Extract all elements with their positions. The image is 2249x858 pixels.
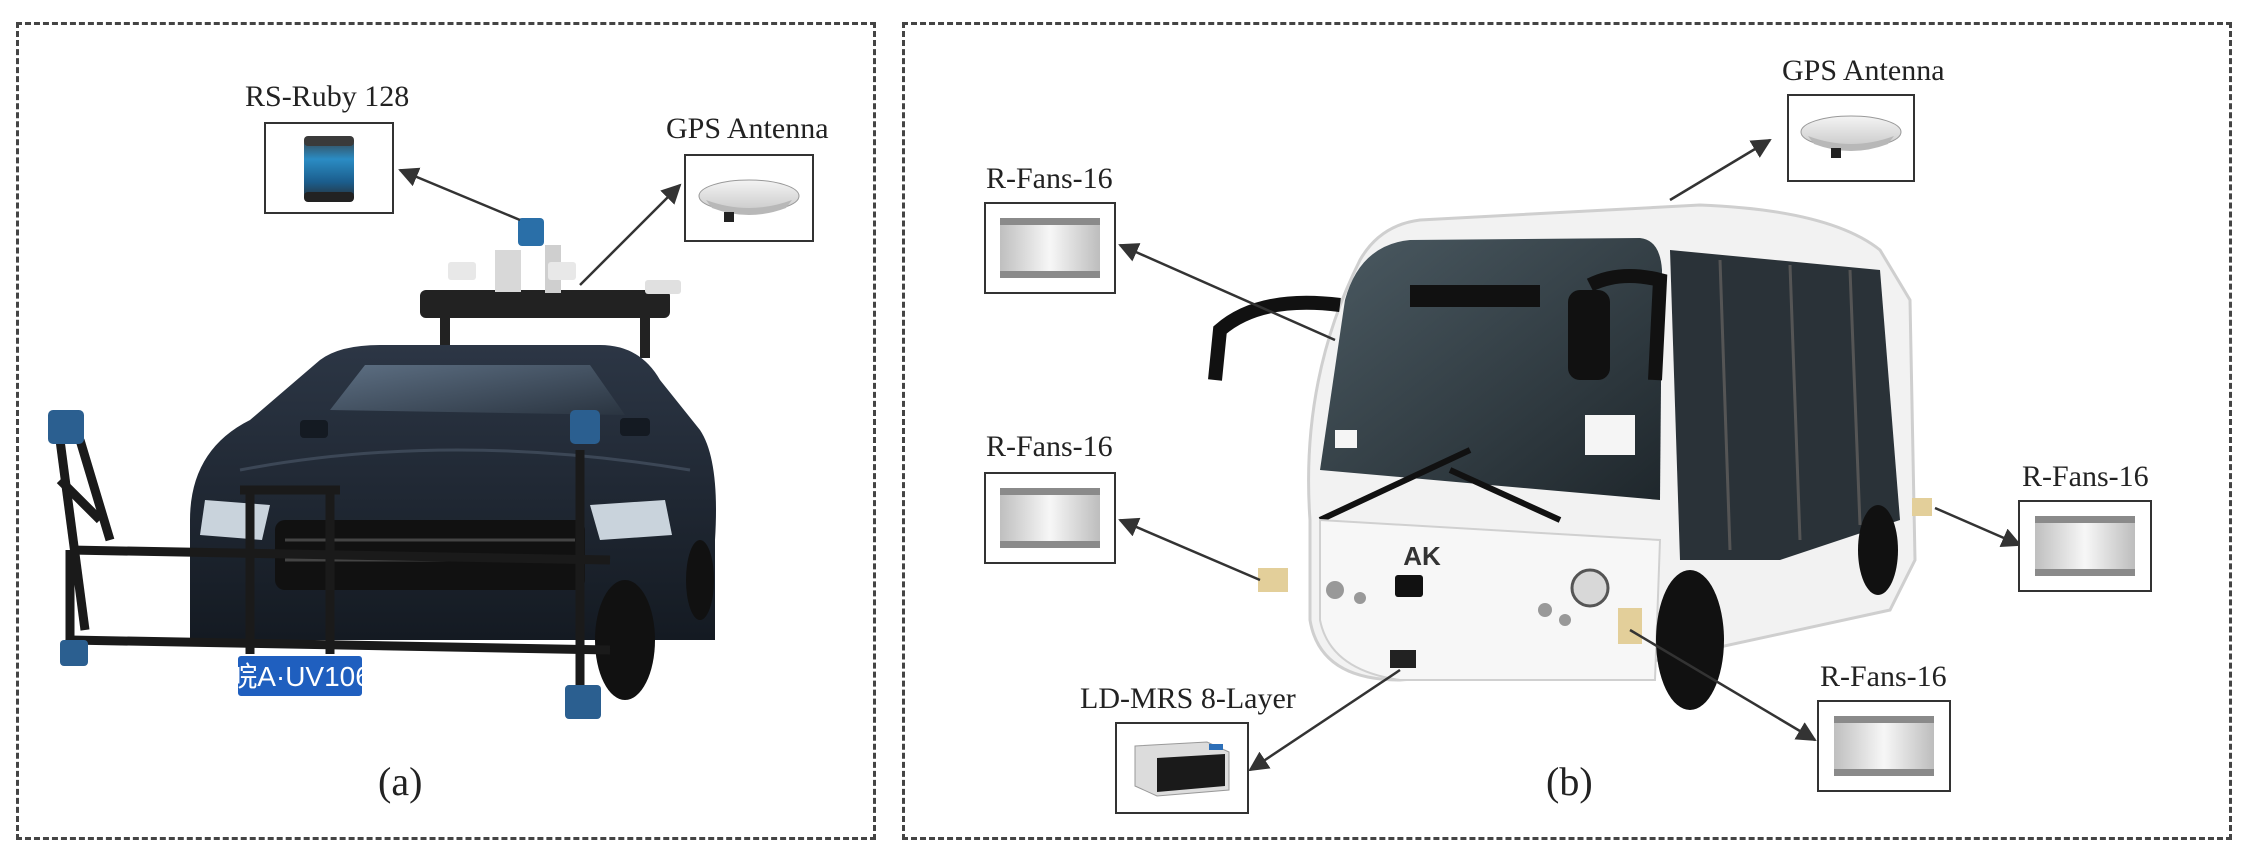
label-rfans-bottom-right: R-Fans-16 — [1820, 660, 1947, 693]
label-rfans-mid-left: R-Fans-16 — [986, 430, 1113, 463]
bus-front-camera — [1395, 575, 1423, 597]
arrow-rfans-right — [1934, 506, 2022, 547]
bus-illustration: AK — [1208, 203, 1932, 710]
label-rs-ruby: RS-Ruby 128 — [245, 80, 410, 113]
caption-a: (a) — [378, 759, 423, 804]
bus-ldmrs-mount — [1390, 650, 1416, 668]
label-rfans-right: R-Fans-16 — [2022, 460, 2149, 493]
gps-box-a — [684, 154, 814, 242]
bus-side-windows — [1670, 250, 1900, 560]
front-right-lidar — [565, 685, 601, 719]
label-gps-b: GPS Antenna — [1782, 54, 1945, 87]
arrow-gps-b — [1669, 138, 1772, 202]
ldmrs-box — [1115, 722, 1249, 814]
rfans-box-mid-left — [984, 472, 1116, 564]
bus-rfans-rear-mount — [1912, 498, 1932, 516]
license-plate-text: 皖A·UV106 — [229, 661, 371, 692]
roof-rack — [420, 290, 670, 318]
rs-ruby-lidar-icon — [304, 136, 354, 202]
car-windshield — [330, 365, 625, 415]
bus-rfans-left-mount — [1258, 568, 1288, 592]
bus-destination-sign — [1410, 285, 1540, 307]
rfans-lidar-icon-right — [2035, 516, 2135, 576]
panel-a — [16, 22, 876, 840]
arrow-gps-a — [579, 183, 682, 286]
rfans-box-right — [2018, 500, 2152, 592]
arrow-ldmrs — [1248, 668, 1401, 772]
label-gps-a: GPS Antenna — [666, 112, 829, 145]
ldmrs-sensor-icon — [1134, 741, 1230, 797]
rs-ruby-box — [264, 122, 394, 214]
rfans-lidar-icon-mid-left — [1000, 488, 1100, 548]
label-ldmrs: LD-MRS 8-Layer — [1080, 682, 1296, 715]
rfans-lidar-icon-top-left — [1000, 218, 1100, 278]
gps-antenna-icon-a — [698, 179, 800, 222]
rfans-lidar-icon-bottom-right — [1834, 716, 1934, 776]
roof-lidar-sensor — [518, 218, 544, 246]
bus-mirror-right — [1586, 269, 1668, 381]
gps-box-b — [1787, 94, 1915, 182]
left-tower-lidar — [48, 410, 84, 444]
arrow-rfans-bottom-right — [1629, 628, 1817, 742]
car-illustration — [190, 218, 716, 700]
gps-antenna-icon-b — [1800, 115, 1902, 158]
arrow-rfans-mid-left — [1118, 517, 1261, 582]
side-right-lidar — [570, 410, 600, 444]
rfans-box-bottom-right — [1817, 700, 1951, 792]
bus-mirror-left — [1208, 295, 1341, 381]
label-rfans-top-left: R-Fans-16 — [986, 162, 1113, 195]
panel-b — [902, 22, 2232, 840]
rfans-box-top-left — [984, 202, 1116, 294]
arrow-rfans-top-left — [1118, 243, 1336, 342]
bus-logo: AK — [1403, 541, 1441, 571]
caption-b: (b) — [1546, 759, 1593, 804]
arrow-ruby — [398, 167, 521, 222]
license-plate — [236, 654, 364, 698]
front-left-lidar — [60, 640, 88, 666]
bus-rfans-front-right-mount — [1618, 608, 1642, 644]
